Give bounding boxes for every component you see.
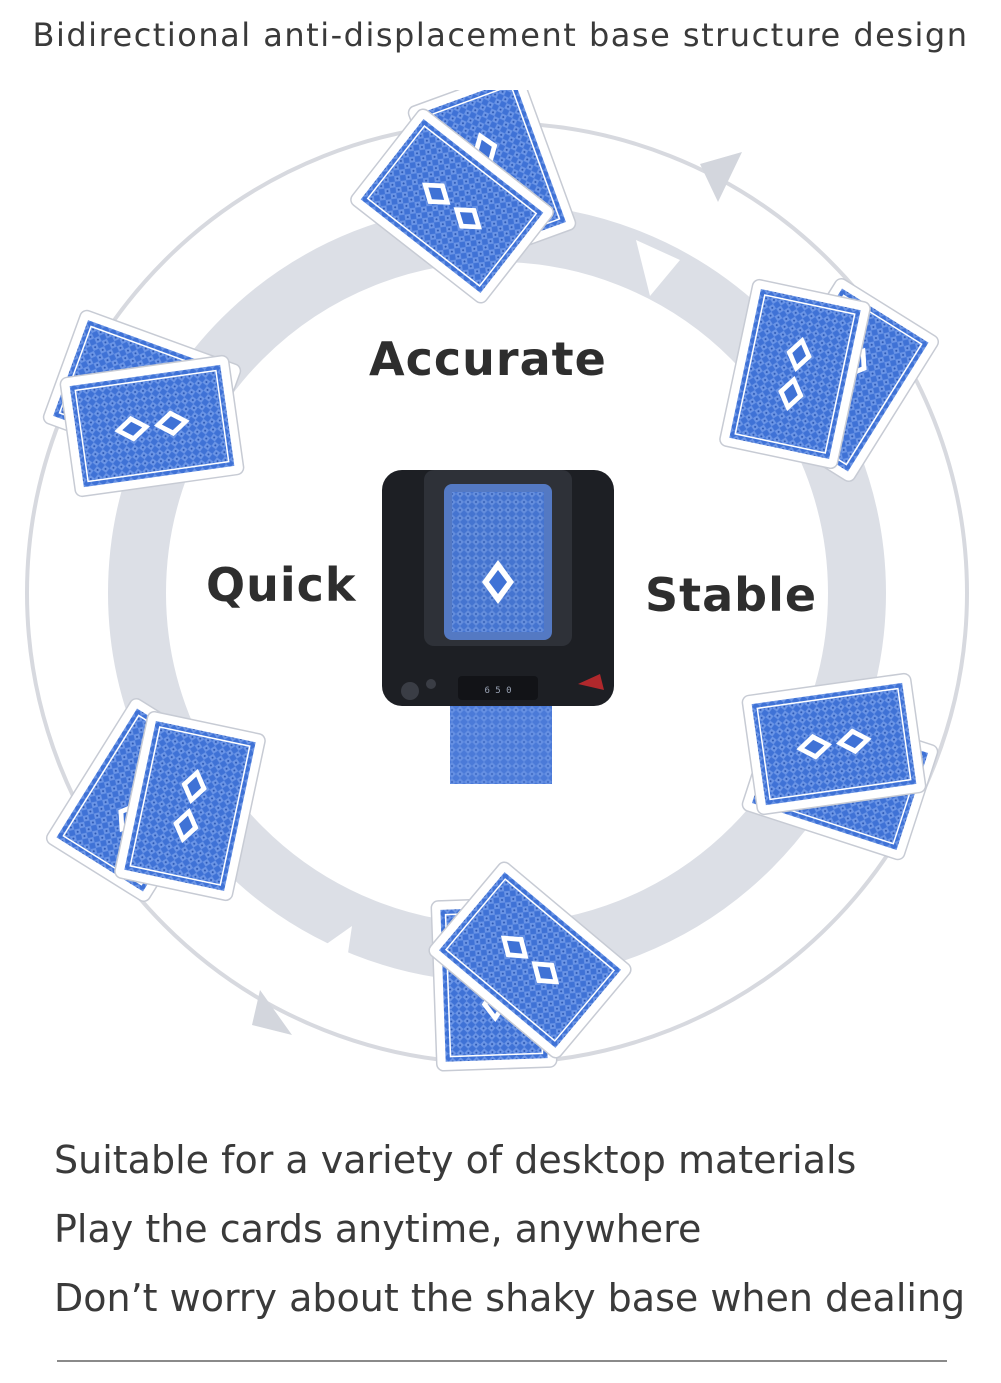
headline: Bidirectional anti-displacement base str… [32,16,969,54]
cards-bottom [425,858,635,1072]
description-block: Suitable for a variety of desktop materi… [54,1132,974,1339]
description-line: Play the cards anytime, anywhere [54,1207,702,1251]
track-arrow-top [636,240,680,296]
outer-arrow-top-right [700,152,742,202]
description-line: Suitable for a variety of desktop materi… [54,1138,857,1182]
device-display-readout: 6 5 0 [484,686,511,696]
bottom-divider [57,1360,947,1362]
cards-right [717,275,942,485]
label-accurate: Accurate [369,332,607,386]
description-line: Don’t worry about the shaky base when de… [54,1276,966,1320]
label-stable: Stable [645,568,818,622]
cards-lower-left [43,695,268,905]
dealer-circle-graphic: 6 5 0 [25,90,969,1072]
track-arrow-bottom [318,926,352,980]
outer-arrow-bottom-left [252,990,292,1035]
label-quick: Quick [206,558,357,612]
card-dealer-device [382,470,614,784]
